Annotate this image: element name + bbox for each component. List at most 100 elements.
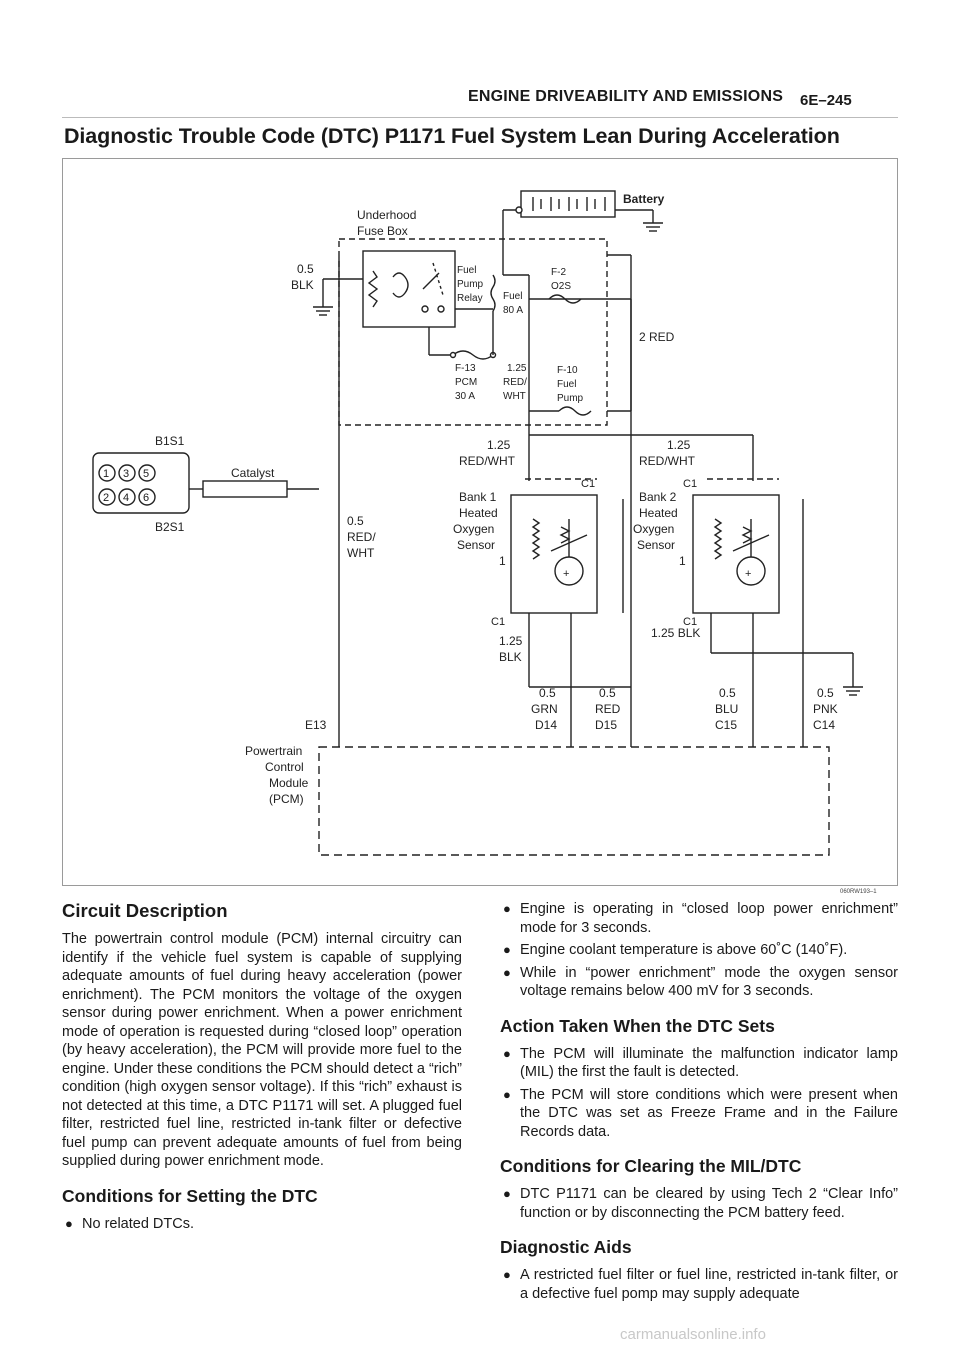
list-item-text: DTC P1171 can be cleared by using Tech 2… (520, 1186, 898, 1221)
page-title: Diagnostic Trouble Code (DTC) P1171 Fuel… (64, 124, 840, 148)
label-blu-1: 0.5 (719, 686, 736, 700)
label-cyl-5: 5 (143, 468, 149, 480)
label-red-2: RED (595, 702, 621, 716)
label-bank2-4: Sensor (637, 538, 675, 552)
label-05rw-3: WHT (347, 546, 375, 560)
list-item-text: The PCM will illuminate the malfunction … (520, 1045, 898, 1081)
bullet-icon: ● (503, 942, 511, 957)
list-item-text: The PCM will store conditions which were… (520, 1086, 898, 1140)
bullet-icon: ● (503, 1045, 511, 1061)
label-cyl-4: 4 (123, 492, 129, 504)
circuit-description-heading: Circuit Description (62, 900, 228, 921)
label-f10-1: F-10 (557, 365, 578, 376)
label-125blk1-2: BLK (499, 650, 522, 664)
label-f10-2: Fuel (557, 379, 576, 390)
label-cyl-6: 6 (143, 492, 149, 504)
label-125rw1-1: 1.25 (487, 438, 511, 452)
battery-symbol (520, 190, 616, 218)
label-bank2-1: Bank 2 (639, 490, 677, 504)
label-relay-2: Pump (457, 279, 484, 290)
label-bank1-3: Oxygen (453, 522, 494, 536)
label-bank2-2: Heated (639, 506, 678, 520)
label-cyl-2: 2 (103, 492, 109, 504)
label-pcm-3: Module (269, 776, 309, 790)
label-fuse-box: Fuse Box (357, 224, 408, 238)
list-item: ● DTC P1171 can be cleared by using Tech … (500, 1185, 898, 1222)
label-05blk-2: BLK (291, 278, 314, 292)
label-c1-a: C1 (581, 478, 595, 490)
list-item-text: A restricted fuel filter or fuel line, r… (520, 1267, 898, 1302)
label-125rw2-2: RED/WHT (639, 454, 696, 468)
label-relay-1: Fuel (457, 265, 476, 276)
right-column: ● Engine is operating in “closed loop pow… (500, 900, 898, 1307)
label-battery: Battery (623, 192, 665, 206)
label-pcm-1: Powertrain (245, 744, 302, 758)
conditions-setting-list: ● No related DTCs. (62, 1215, 462, 1234)
diagnostic-aids-list: ● A restricted fuel filter or fuel line, … (500, 1266, 898, 1303)
bullet-icon: ● (503, 1186, 511, 1201)
list-item: ●Engine is operating in “closed loop pow… (500, 900, 898, 937)
label-blu-2: BLU (715, 702, 738, 716)
label-bank2-5: 1 (679, 554, 686, 568)
conditions-setting-heading: Conditions for Setting the DTC (62, 1185, 318, 1206)
list-item: ● While in “power enrichment” mode the ox… (500, 964, 898, 1001)
list-item: ● No related DTCs. (62, 1215, 462, 1234)
label-f2-1: F-2 (551, 267, 566, 278)
label-125blk2: 1.25 BLK (651, 626, 700, 640)
label-pnk-3: C14 (813, 718, 835, 732)
label-fuel-fuse-2: 80 A (503, 305, 523, 316)
pcm-box (318, 746, 830, 856)
label-c1-d: C1 (683, 616, 697, 628)
list-item-text: Engine is operating in “closed loop powe… (520, 901, 898, 936)
bullet-icon: ● (65, 1215, 73, 1231)
label-grn-1: 0.5 (539, 686, 556, 700)
section-header: ENGINE DRIVEABILITY AND EMISSIONS (468, 88, 784, 105)
label-bank2-3: Oxygen (633, 522, 674, 536)
label-bank1-5: 1 (499, 554, 506, 568)
label-2red: 2 RED (639, 330, 675, 344)
conditions-clearing-list: ● DTC P1171 can be cleared by using Tech … (500, 1185, 898, 1222)
label-red-3: D15 (595, 718, 617, 732)
left-column: Circuit Description The powertrain contr… (62, 900, 462, 1237)
label-125-c: WHT (503, 391, 526, 402)
wiring-diagram: Battery Underhood Fuse Box Fuel Pump Rel… (62, 158, 898, 886)
wiring-diagram-svg: Battery Underhood Fuse Box Fuel Pump Rel… (92, 190, 863, 856)
label-125-a: 1.25 (507, 363, 527, 374)
label-f13-3: 30 A (455, 391, 475, 402)
conditions-clearing-heading: Conditions for Clearing the MIL/DTC (500, 1156, 802, 1176)
label-pcm-2: Control (265, 760, 304, 774)
list-item-text: While in “power enrichment” mode the oxy… (520, 964, 898, 1000)
label-cyl-1: 1 (103, 468, 109, 480)
list-item-text: No related DTCs. (82, 1215, 195, 1232)
list-item: ● A restricted fuel filter or fuel line, … (500, 1266, 898, 1303)
conditions-setting-list-cont: ● Engine is operating in “closed loop pow… (500, 900, 898, 1001)
label-underhood: Underhood (357, 208, 416, 222)
label-f10-3: Pump (557, 393, 584, 404)
label-bank1-2: Heated (459, 506, 498, 520)
bullet-icon: ● (503, 1086, 511, 1102)
label-relay-3: Relay (457, 293, 483, 304)
label-125rw2-1: 1.25 (667, 438, 691, 452)
label-125rw1-2: RED/WHT (459, 454, 516, 468)
label-125-b: RED/ (503, 377, 527, 388)
list-item: ● The PCM will illuminate the malfunction… (500, 1045, 898, 1082)
label-b1s1: B1S1 (155, 434, 185, 448)
label-f13-1: F-13 (455, 363, 476, 374)
header-rule (62, 117, 898, 118)
label-blu-3: C15 (715, 718, 737, 732)
label-pcm-4: (PCM) (269, 792, 304, 806)
label-catalyst: Catalyst (231, 466, 275, 480)
label-plus-1: + (563, 568, 569, 580)
label-bank1-1: Bank 1 (459, 490, 497, 504)
circuit-description-text: The powertrain control module (PCM) inte… (62, 931, 462, 1169)
bullet-icon: ● (503, 1267, 511, 1282)
label-grn-3: D14 (535, 718, 557, 732)
bullet-icon: ● (503, 964, 511, 980)
page-number: 6E–245 (800, 92, 852, 109)
label-pnk-1: 0.5 (817, 686, 834, 700)
list-item: ●Engine coolant temperature is above 60˚… (500, 941, 898, 960)
label-c1-c: C1 (491, 616, 505, 628)
label-05rw-2: RED/ (347, 530, 376, 544)
label-red-1: 0.5 (599, 686, 616, 700)
label-e13: E13 (305, 718, 327, 732)
